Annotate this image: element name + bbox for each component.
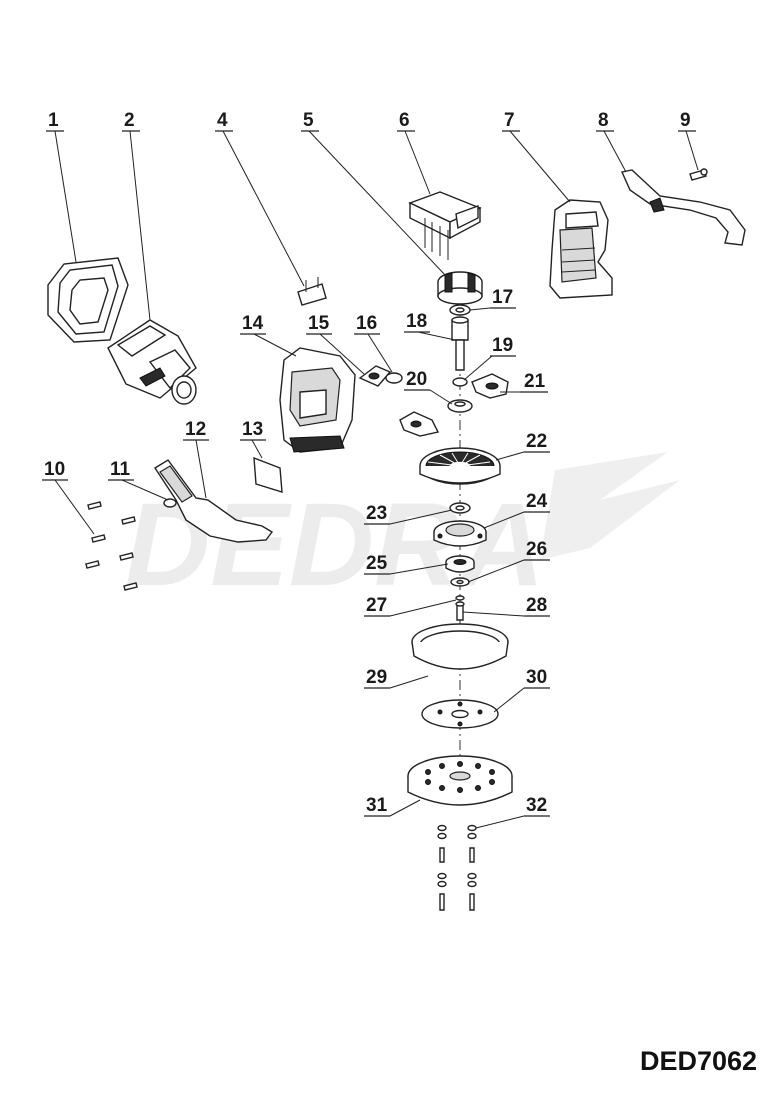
callout-30: 30 bbox=[526, 667, 547, 688]
callout-1: 1 bbox=[48, 110, 59, 131]
part-21-clamp-right bbox=[471, 373, 509, 399]
callout-14: 14 bbox=[242, 313, 264, 334]
part-22-fan bbox=[419, 447, 501, 485]
callout-24: 24 bbox=[526, 491, 548, 512]
callout-12: 12 bbox=[185, 419, 206, 440]
part-16-label bbox=[385, 372, 403, 384]
callout-7: 7 bbox=[504, 110, 515, 131]
callout-28: 28 bbox=[526, 595, 547, 616]
callout-15: 15 bbox=[308, 313, 330, 334]
callout-32: 32 bbox=[526, 795, 547, 816]
part-1-dust-filter bbox=[47, 257, 129, 343]
part-7-housing-right bbox=[549, 199, 613, 299]
part-32-screws bbox=[437, 824, 477, 911]
part-4-switch bbox=[297, 277, 327, 306]
part-31-sanding-pad bbox=[407, 755, 513, 806]
part-11-nut bbox=[163, 498, 177, 508]
callout-17: 17 bbox=[492, 287, 513, 308]
callout-10: 10 bbox=[44, 459, 65, 480]
part-14-housing-left bbox=[279, 347, 356, 453]
callout-5: 5 bbox=[303, 110, 314, 131]
part-5-motor bbox=[437, 271, 483, 305]
part-2-dust-adapter bbox=[107, 319, 197, 405]
callout-9: 9 bbox=[680, 110, 691, 131]
part-24-flange bbox=[433, 520, 487, 547]
callout-13: 13 bbox=[242, 419, 263, 440]
part-6-pcb bbox=[408, 191, 482, 260]
part-9-screw bbox=[689, 168, 708, 181]
part-28-bolt bbox=[455, 601, 465, 621]
callout-11: 11 bbox=[110, 459, 131, 480]
part-20-bearing bbox=[447, 399, 473, 413]
part-clamp-left bbox=[399, 411, 440, 437]
callout-25: 25 bbox=[366, 553, 388, 574]
callout-18: 18 bbox=[406, 311, 427, 332]
callout-4: 4 bbox=[217, 110, 228, 131]
part-18-rotor bbox=[451, 316, 469, 371]
part-13-sticker bbox=[253, 456, 283, 493]
callout-22: 22 bbox=[526, 431, 547, 452]
part-10-screws bbox=[85, 501, 138, 591]
callout-19: 19 bbox=[492, 335, 513, 356]
model-code: DED7062 bbox=[640, 1046, 757, 1076]
part-27-washer bbox=[455, 595, 465, 601]
part-12-dust-shroud bbox=[154, 459, 274, 543]
callout-6: 6 bbox=[399, 110, 410, 131]
callout-27: 27 bbox=[366, 595, 387, 616]
callout-29: 29 bbox=[366, 667, 387, 688]
callout-8: 8 bbox=[598, 110, 609, 131]
callout-31: 31 bbox=[366, 795, 388, 816]
part-17-bearing bbox=[449, 304, 471, 316]
callout-16: 16 bbox=[356, 313, 377, 334]
part-8-handle-bracket bbox=[621, 169, 746, 246]
part-25-bearing bbox=[445, 555, 475, 573]
callout-20: 20 bbox=[406, 369, 427, 390]
callout-23: 23 bbox=[366, 503, 387, 524]
callout-26: 26 bbox=[526, 539, 547, 560]
callout-labels: 1 2 4 5 6 7 8 9 10 11 12 13 14 15 16 17 … bbox=[42, 110, 696, 817]
part-19-ring bbox=[452, 377, 468, 387]
part-30-plate bbox=[421, 699, 499, 729]
part-15-knob bbox=[358, 365, 392, 387]
callout-leaders bbox=[54, 130, 699, 829]
part-26-washer bbox=[450, 577, 470, 587]
part-29-skirt bbox=[411, 623, 509, 670]
callout-21: 21 bbox=[524, 371, 546, 392]
callout-2: 2 bbox=[124, 110, 135, 131]
part-23-washer bbox=[449, 502, 471, 514]
watermark-swoosh bbox=[540, 452, 680, 560]
